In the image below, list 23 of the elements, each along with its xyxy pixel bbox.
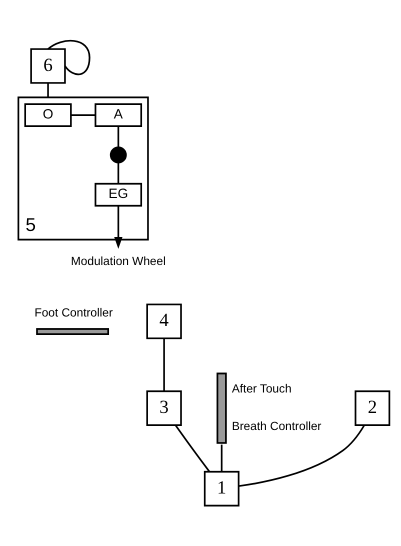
node-box: 6 bbox=[30, 48, 66, 84]
node-circle bbox=[110, 146, 127, 164]
connector bbox=[238, 424, 365, 487]
connector bbox=[48, 40, 90, 76]
node-box: A bbox=[94, 103, 142, 127]
connector bbox=[118, 162, 120, 184]
arrow bbox=[114, 206, 122, 249]
connector bbox=[47, 83, 49, 98]
node-box: EG bbox=[94, 182, 142, 207]
node-box: 1 bbox=[204, 470, 240, 506]
connector bbox=[174, 424, 210, 472]
node-box: O bbox=[24, 103, 72, 127]
node-box: 4 bbox=[146, 304, 182, 340]
node-box: 2 bbox=[354, 390, 390, 426]
connector bbox=[118, 126, 120, 148]
node-label: Breath Controller bbox=[232, 418, 322, 433]
connector bbox=[71, 114, 96, 116]
node-label: After Touch bbox=[232, 382, 292, 396]
node-box: 3 bbox=[146, 390, 182, 426]
node-label: Foot Controller bbox=[34, 305, 113, 320]
node-text: Modulation Wheel bbox=[70, 254, 166, 268]
connector bbox=[163, 338, 165, 391]
connector bbox=[220, 444, 223, 472]
